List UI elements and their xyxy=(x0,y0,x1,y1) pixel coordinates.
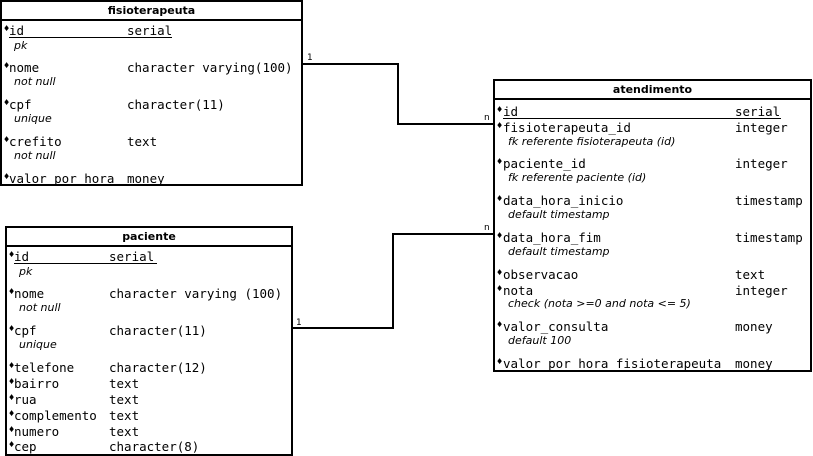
field-note: fk referente paciente (id) xyxy=(508,171,647,184)
field-note: pk xyxy=(19,265,33,278)
field-type: character(12) xyxy=(109,360,207,375)
field-type: text xyxy=(127,134,158,149)
relation-1-cardinality-to: n xyxy=(484,113,490,123)
field-type: character varying(100) xyxy=(127,60,293,75)
entity-atendimento[interactable]: atendimento ♦ id serial ♦ fisioterapeuta… xyxy=(493,79,812,372)
field-name: nome xyxy=(14,286,45,301)
field-marker-icon: ♦ xyxy=(8,324,16,333)
field-name: bairro xyxy=(14,376,60,391)
entity-paciente[interactable]: paciente ♦ id serial pk ♦ nome character… xyxy=(5,226,293,456)
field-name: valor_consulta xyxy=(503,319,609,334)
field-note: not null xyxy=(14,75,56,88)
field-marker-icon: ♦ xyxy=(8,393,16,402)
field-note: unique xyxy=(19,338,57,351)
field-name: valor_por_hora xyxy=(9,171,115,186)
field-name: id xyxy=(9,23,25,38)
entity-fisioterapeuta[interactable]: fisioterapeuta ♦ id serial pk ♦ nome cha… xyxy=(0,0,303,186)
field-name: nome xyxy=(9,60,40,75)
field-marker-icon: ♦ xyxy=(3,98,11,107)
field-marker-icon: ♦ xyxy=(3,24,11,33)
field-note: not null xyxy=(19,301,61,314)
field-marker-icon: ♦ xyxy=(496,268,504,277)
field-marker-icon: ♦ xyxy=(3,135,11,144)
field-marker-icon: ♦ xyxy=(3,61,11,70)
field-name: telefone xyxy=(14,360,75,375)
field-type: timestamp xyxy=(735,193,803,208)
field-marker-icon: ♦ xyxy=(8,440,16,449)
relation-paciente-atendimento xyxy=(292,233,493,329)
field-type: character(8) xyxy=(109,439,200,454)
primary-key-underline xyxy=(9,37,172,38)
field-type: serial xyxy=(735,104,781,119)
relation-1-cardinality-from: 1 xyxy=(307,53,313,63)
field-name: cpf xyxy=(9,97,32,112)
field-type: character(11) xyxy=(109,323,207,338)
field-name: paciente_id xyxy=(503,156,586,171)
field-type: character varying (100) xyxy=(109,286,283,301)
field-name: nota xyxy=(503,283,534,298)
field-marker-icon: ♦ xyxy=(3,172,11,181)
field-type: character(11) xyxy=(127,97,225,112)
field-marker-icon: ♦ xyxy=(8,287,16,296)
relation-2-cardinality-from: 1 xyxy=(296,318,302,328)
field-name: numero xyxy=(14,424,60,439)
field-note: pk xyxy=(14,39,28,52)
relation-2-cardinality-to: n xyxy=(484,223,490,233)
field-name: rua xyxy=(14,392,37,407)
field-type: integer xyxy=(735,120,788,135)
field-type: serial xyxy=(127,23,173,38)
field-name: id xyxy=(14,249,30,264)
field-marker-icon: ♦ xyxy=(496,194,504,203)
field-name: complemento xyxy=(14,408,97,423)
field-type: integer xyxy=(735,283,788,298)
field-marker-icon: ♦ xyxy=(496,320,504,329)
relation-fisioterapeuta-atendimento xyxy=(302,63,493,125)
field-note: check (nota >=0 and nota <= 5) xyxy=(508,297,691,310)
primary-key-underline xyxy=(14,263,157,264)
field-note: not null xyxy=(14,149,56,162)
field-type: text xyxy=(735,267,766,282)
field-type: timestamp xyxy=(735,230,803,245)
field-type: text xyxy=(109,392,140,407)
field-type: text xyxy=(109,376,140,391)
field-type: integer xyxy=(735,156,788,171)
field-marker-icon: ♦ xyxy=(8,377,16,386)
primary-key-underline xyxy=(503,118,781,119)
field-note: default timestamp xyxy=(508,208,610,221)
field-name: crefito xyxy=(9,134,62,149)
field-marker-icon: ♦ xyxy=(496,121,504,130)
field-type: text xyxy=(109,424,140,439)
field-note: fk referente fisioterapeuta (id) xyxy=(508,135,676,148)
field-type: money xyxy=(127,171,165,186)
field-name: valor_por_hora_fisioterapeuta xyxy=(503,356,722,371)
field-name: id xyxy=(503,104,519,119)
field-name: fisioterapeuta_id xyxy=(503,120,631,135)
field-type: text xyxy=(109,408,140,423)
entity-title: paciente xyxy=(7,228,291,247)
field-note: unique xyxy=(14,112,52,125)
field-type: serial xyxy=(109,249,155,264)
field-name: observacao xyxy=(503,267,579,282)
field-name: cpf xyxy=(14,323,37,338)
field-type: money xyxy=(735,319,773,334)
field-marker-icon: ♦ xyxy=(496,105,504,114)
field-name: cep xyxy=(14,439,37,454)
entity-title: fisioterapeuta xyxy=(2,2,301,21)
field-marker-icon: ♦ xyxy=(496,284,504,293)
field-marker-icon: ♦ xyxy=(496,231,504,240)
field-name: data_hora_fim xyxy=(503,230,601,245)
entity-title: atendimento xyxy=(495,81,810,100)
field-marker-icon: ♦ xyxy=(496,157,504,166)
field-marker-icon: ♦ xyxy=(8,425,16,434)
field-note: default 100 xyxy=(508,334,572,347)
field-name: data_hora_inicio xyxy=(503,193,624,208)
field-marker-icon: ♦ xyxy=(8,409,16,418)
field-marker-icon: ♦ xyxy=(8,250,16,259)
field-note: default timestamp xyxy=(508,245,610,258)
field-marker-icon: ♦ xyxy=(496,357,504,366)
field-type: money xyxy=(735,356,773,371)
field-marker-icon: ♦ xyxy=(8,361,16,370)
